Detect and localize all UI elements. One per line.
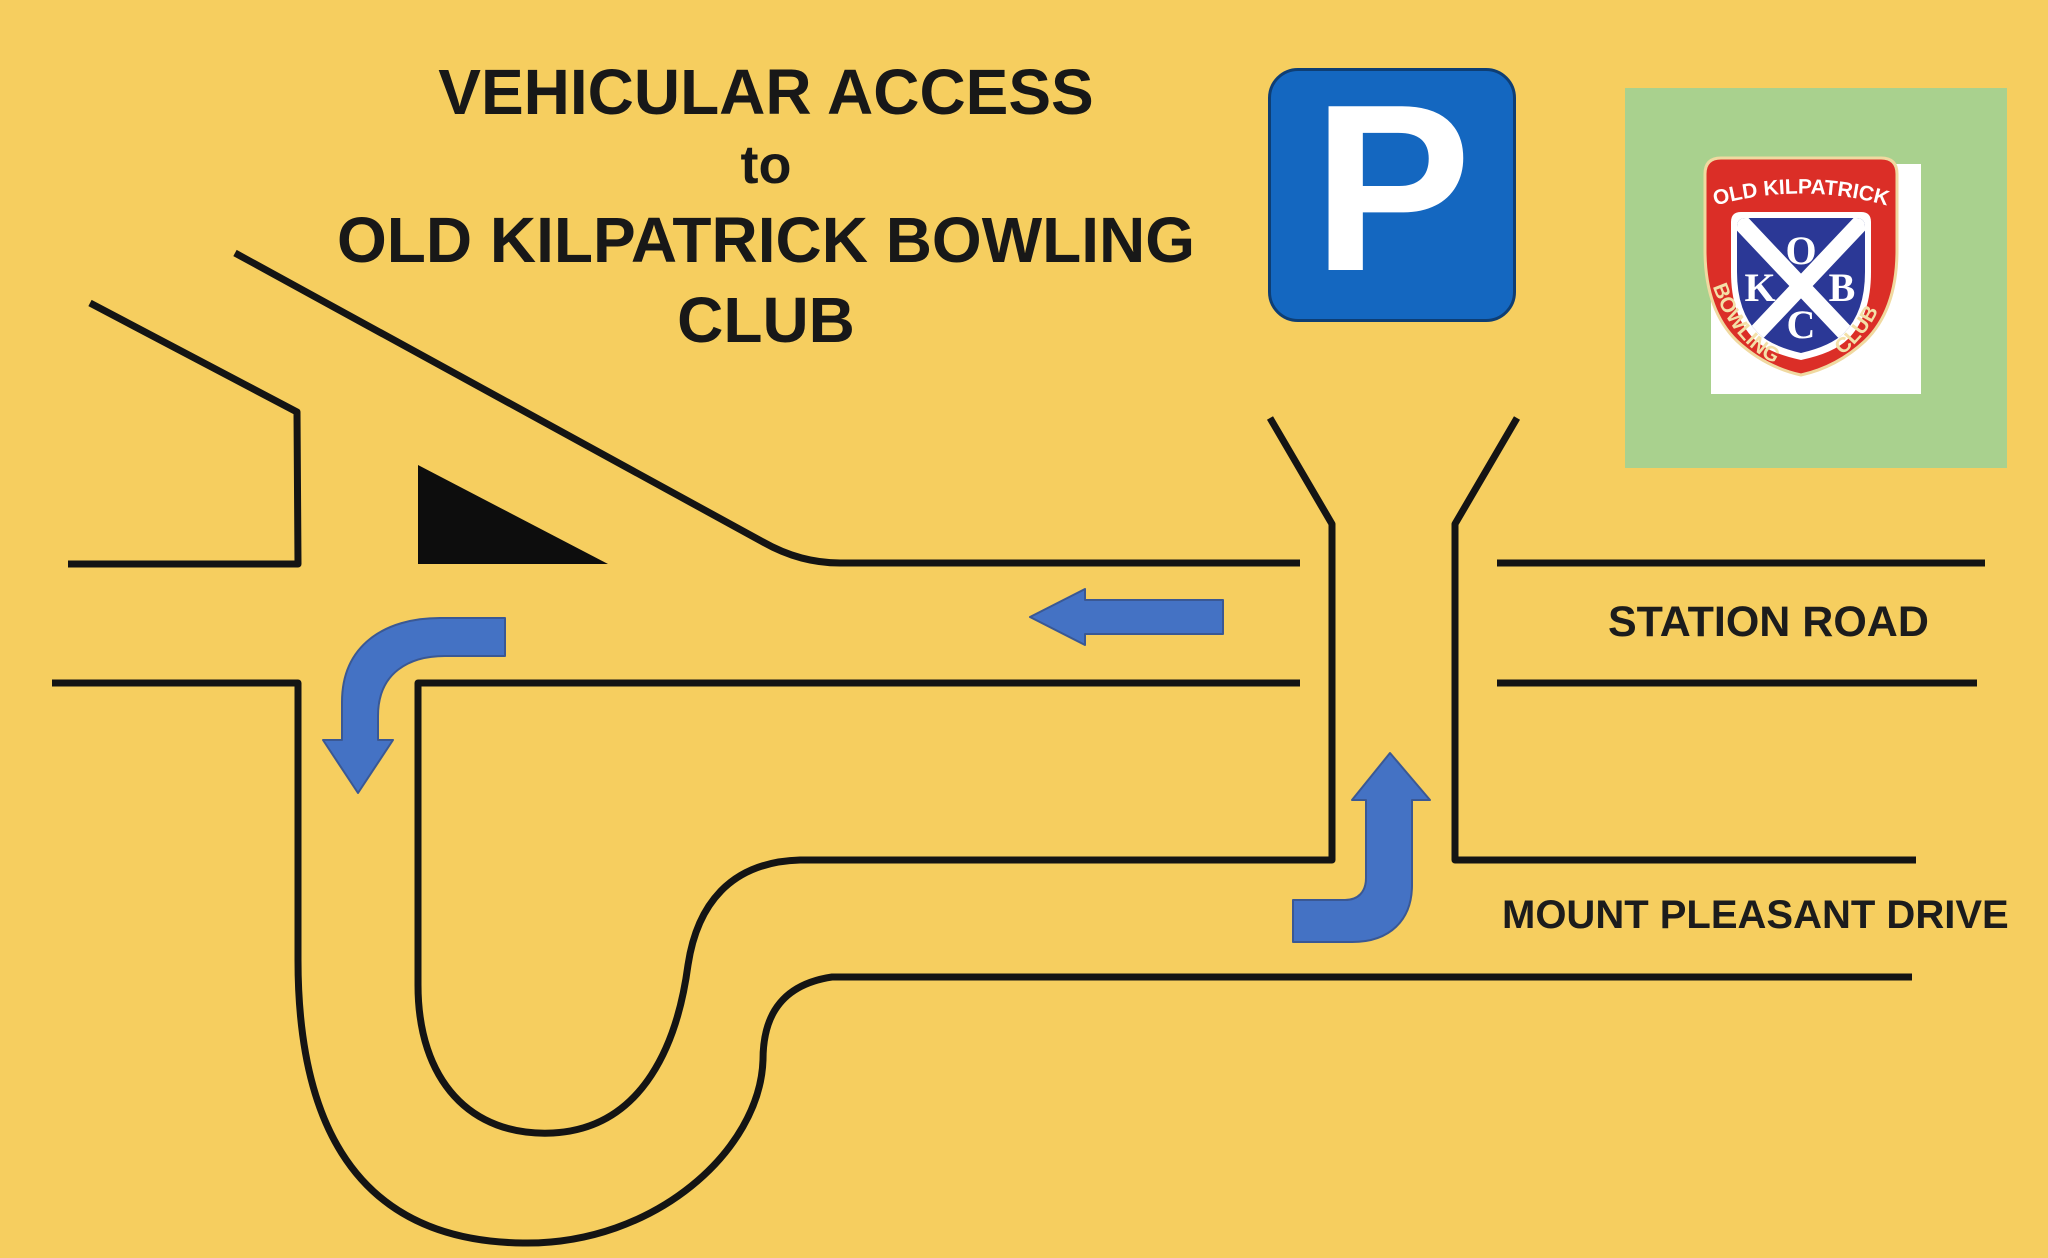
map-title: VEHICULAR ACCESS to OLD KILPATRICK BOWLI… xyxy=(300,52,1232,360)
crest-letter-k: K xyxy=(1744,265,1775,310)
crest-letter-o: O xyxy=(1785,228,1816,273)
crest-letter-b: B xyxy=(1829,265,1856,310)
parking-sign-letter: P xyxy=(1312,56,1472,321)
title-line-3: OLD KILPATRICK BOWLING xyxy=(337,203,1195,276)
road-edge-diagonal-lower xyxy=(68,299,302,568)
station-road-label: STATION ROAD xyxy=(1608,598,1929,646)
mount-pleasant-drive-label: MOUNT PLEASANT DRIVE xyxy=(1502,893,2009,937)
down-arrow-icon xyxy=(322,617,506,794)
road-edge-diagonal-upper xyxy=(233,249,1300,567)
up-arrow-icon xyxy=(1292,752,1431,943)
parking-sign-icon: P xyxy=(1268,68,1516,322)
give-way-triangle-icon xyxy=(418,465,608,564)
outer-loop-and-mpd-bottom-line xyxy=(52,679,1912,1247)
title-line-4: CLUB xyxy=(677,283,855,356)
carpark-road-right-edge xyxy=(1451,416,1916,864)
title-line-1: VEHICULAR ACCESS xyxy=(438,56,1094,128)
crest-shield: OLD KILPATRICK O K B C xyxy=(1703,156,1899,377)
carpark-road-left-edge-and-inner-loop xyxy=(414,416,1336,1137)
club-crest: OLD KILPATRICK O K B C xyxy=(1625,88,2007,468)
crest-inner-shield: O K B C xyxy=(1731,212,1871,360)
title-line-2: to xyxy=(740,135,792,195)
left-arrow-icon xyxy=(1029,588,1224,646)
crest-letter-c: C xyxy=(1787,302,1816,347)
